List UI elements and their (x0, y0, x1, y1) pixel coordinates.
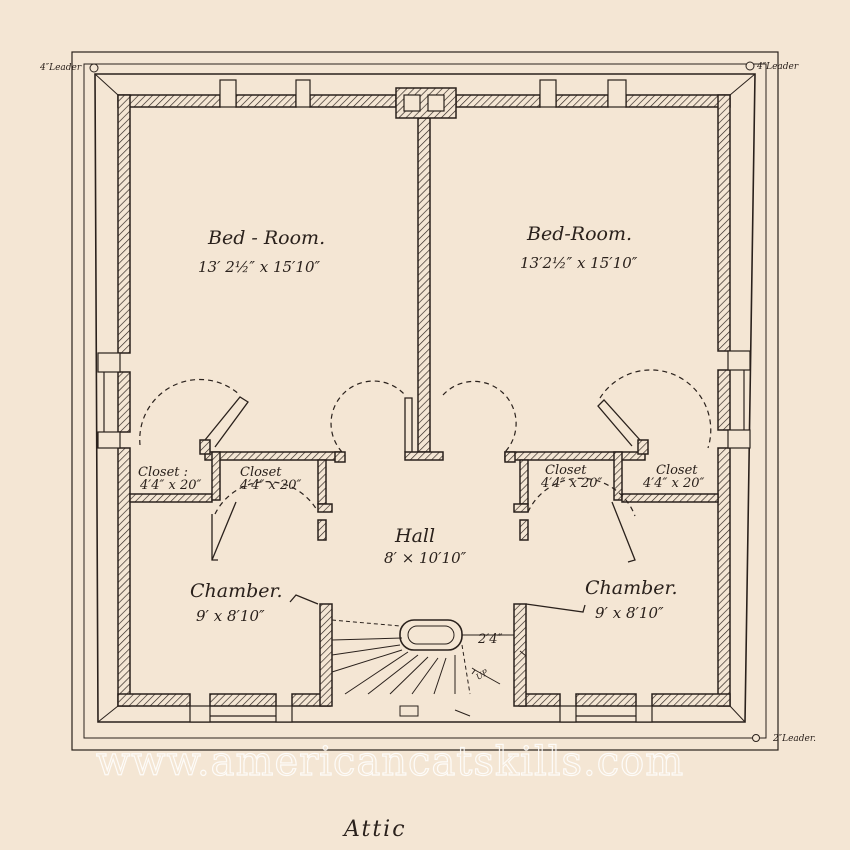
leader-top-left-label: 4″Leader (39, 63, 82, 73)
door-leaves (204, 396, 641, 613)
bedroom-right-name: Bed-Room. (526, 223, 632, 245)
closet-2-name: Closet (240, 465, 282, 480)
closet-3-dims: 4′4″ x 20″ (540, 476, 602, 491)
bedroom-left-name: Bed - Room. (207, 227, 325, 249)
chamber-left-name: Chamber. (190, 580, 283, 602)
small-marks (399, 650, 527, 717)
plan-title: Attic (342, 817, 407, 842)
windows (97, 79, 751, 723)
room-labels: Bed - Room. 13′ 2½″ x 15′10″ Bed-Room. 1… (138, 223, 704, 625)
stair-width-label: 2′4″ (477, 632, 502, 647)
chamber-right-name: Chamber. (585, 577, 678, 599)
leader-top-right-label: 4″Leader (756, 62, 799, 72)
bedroom-right-dims: 13′2½″ x 15′10″ (520, 254, 638, 272)
closet-4-name: Closet (656, 463, 698, 478)
leader-bottom-right-label: 2″Leader. (772, 734, 816, 744)
closet-1-name: Closet : (138, 465, 188, 480)
leader-markers (89, 61, 760, 742)
eave-outline (71, 51, 779, 751)
hall-name: Hall (394, 525, 435, 547)
closet-3-name: Closet (545, 463, 587, 478)
closet-4-dims: 4′4″ x 20″ (642, 476, 704, 491)
closet-2-dims: 4′4″ x 20″ (239, 478, 301, 493)
staircase (331, 619, 514, 695)
closet-1-dims: 4′4″ x 20″ (139, 478, 201, 493)
chimney-flues (403, 94, 445, 112)
watermark: www.americancatskills.com (96, 739, 684, 785)
chamber-left-dims: 9′ x 8′10″ (196, 607, 265, 625)
stair-direction-label: UP (475, 668, 491, 682)
bedroom-left-dims: 13′ 2½″ x 15′10″ (198, 258, 321, 276)
chamber-right-dims: 9′ x 8′10″ (595, 604, 664, 622)
hall-dims: 8′ × 10′10″ (384, 549, 467, 567)
door-swings (139, 369, 712, 517)
walls (117, 87, 731, 707)
